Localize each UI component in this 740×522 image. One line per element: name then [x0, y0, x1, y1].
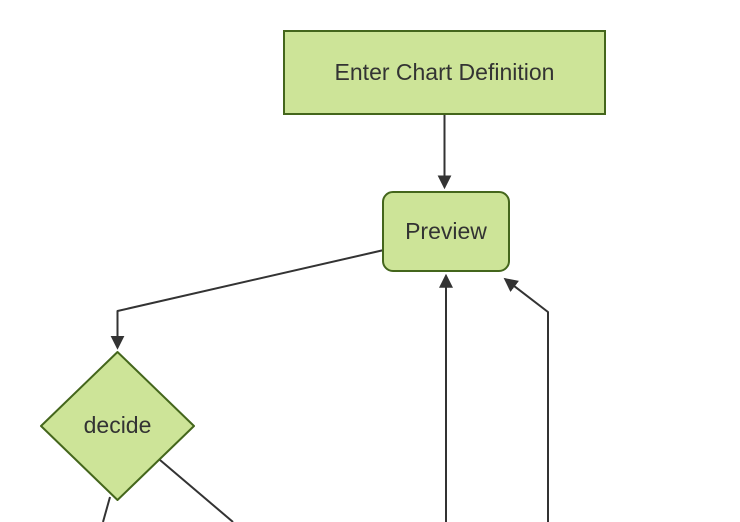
edge-preview-to-decide [110, 249, 385, 350]
edge-offscreen-to-preview-corner [503, 277, 549, 522]
node-shape-enter-chart-definition [283, 30, 606, 115]
node-shape-decide [40, 351, 195, 501]
node-shape-preview [382, 191, 510, 272]
edge-decide-to-offscreen-right [159, 459, 234, 522]
edge-decide-to-offscreen-left [102, 496, 111, 522]
